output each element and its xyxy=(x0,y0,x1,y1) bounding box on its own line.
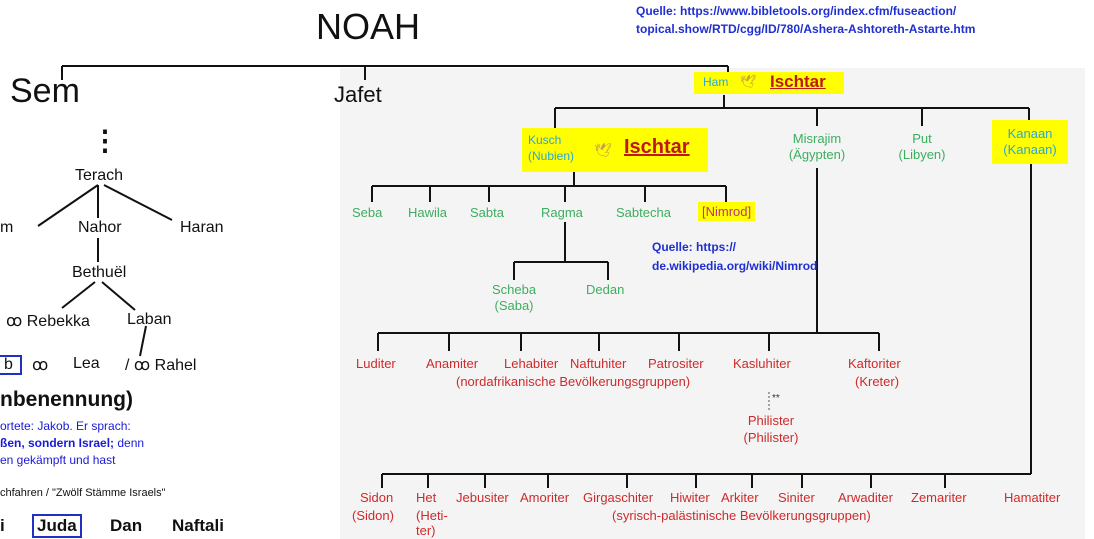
jakob-label-boxed: b xyxy=(0,355,22,375)
terach-label: Terach xyxy=(75,167,124,184)
kanaan-note: (syrisch-palästinische Bevölkerungsgrupp… xyxy=(612,508,871,523)
misrajim-note: (nordafrikanische Bevölkerungsgruppen) xyxy=(456,374,691,389)
child-naftuhiter: Naftuhiter xyxy=(570,356,627,371)
sidon-note: (Sidon) xyxy=(352,508,394,523)
double-star: ** xyxy=(772,393,780,404)
kanaan-label: Kanaan xyxy=(1007,126,1053,141)
child-het: Het xyxy=(416,490,437,505)
child-luditer: Luditer xyxy=(356,356,396,371)
child-hawila: Hawila xyxy=(408,205,448,220)
ham-label: Ham xyxy=(703,75,729,89)
kanaan-sub: (Kanaan) xyxy=(1003,142,1057,157)
haran-label: Haran xyxy=(180,219,224,236)
child-siniter: Siniter xyxy=(778,490,815,505)
dove-icon-2: 🕊 xyxy=(594,142,612,158)
child-girgaschiter: Girgaschiter xyxy=(583,490,654,505)
dove-icon: 🕊 xyxy=(740,74,757,89)
ham-highlight: Ham 🕊 Ischtar xyxy=(694,72,844,94)
source-link-3[interactable]: Quelle: https:// xyxy=(652,240,736,254)
kusch-label: Kusch xyxy=(528,133,562,147)
child-hamatiter: Hamatiter xyxy=(1004,490,1061,505)
tribe-juda-boxed: Juda xyxy=(32,514,82,538)
child-anamiter: Anamiter xyxy=(426,356,479,371)
source-link-4[interactable]: de.wikipedia.org/wiki/Nimrod xyxy=(652,259,818,273)
tribe-0: i xyxy=(0,516,5,535)
child-kasluhiter: Kasluhiter xyxy=(733,356,791,371)
child-seba: Seba xyxy=(352,205,383,220)
put-label: Put xyxy=(912,131,932,146)
rahel-label: / ꝏ Rahel xyxy=(125,357,197,374)
put-node: Put (Libyen) xyxy=(892,131,952,163)
noah-title: NOAH xyxy=(316,6,421,47)
het-note: (Heti- ter) xyxy=(416,508,448,538)
child-sabta: Sabta xyxy=(470,205,504,220)
child-kaftoriter: Kaftoriter xyxy=(848,356,901,371)
kanaan-node: Kanaan (Kanaan) xyxy=(992,120,1068,164)
misrajim-sub: (Ägypten) xyxy=(788,147,846,162)
tribe-naftali: Naftali xyxy=(172,516,224,535)
tribes-note: chfahren / "Zwölf Stämme Israels" xyxy=(0,487,166,499)
child-nimrod: [Nimrod] xyxy=(698,202,756,221)
put-sub: (Libyen) xyxy=(898,147,946,162)
quote-line-1: ortete: Jakob. Er sprach: xyxy=(0,419,131,433)
kusch-highlight: Kusch (Nubien) 🕊 Ischtar xyxy=(522,128,708,172)
dedan-label: Dedan xyxy=(586,282,625,297)
philister-node: Philister (Philister) xyxy=(736,412,806,446)
child-arwaditer: Arwaditer xyxy=(838,490,893,505)
kaftor-note: (Kreter) xyxy=(855,374,900,389)
quote-line-2-rest: denn xyxy=(114,436,145,450)
child-hiwiter: Hiwiter xyxy=(670,490,710,505)
scheba-sub: (Saba) xyxy=(494,298,534,313)
ellipsis-vertical: ⋮ xyxy=(91,125,119,156)
lea-label: Lea xyxy=(73,355,100,372)
sem-label: Sem xyxy=(10,72,80,110)
quote-line-2-bold: ßen, sondern Israel; xyxy=(0,436,115,450)
nahor-label: Nahor xyxy=(78,219,122,236)
source-link-1[interactable]: Quelle: https://www.bibletools.org/index… xyxy=(636,4,957,18)
naming-heading: nbenennung) xyxy=(0,388,133,411)
marriage-symbol: ꝏ xyxy=(32,357,49,374)
child-arkiter: Arkiter xyxy=(721,490,759,505)
philister-sub: (Philister) xyxy=(743,430,799,445)
child-lehabiter: Lehabiter xyxy=(504,356,559,371)
child-ragma: Ragma xyxy=(541,205,583,220)
ishtar-label-ham: Ischtar xyxy=(770,72,826,91)
ishtar-label-kusch: Ischtar xyxy=(624,136,690,158)
het-note-1: (Heti- xyxy=(416,508,448,523)
bethuel-label: Bethuël xyxy=(72,264,127,281)
child-amoriter: Amoriter xyxy=(520,490,570,505)
kusch-sub: (Nubien) xyxy=(528,149,575,163)
ham-tree-panel xyxy=(340,68,1085,539)
child-zemariter: Zemariter xyxy=(911,490,967,505)
philister-label: Philister xyxy=(747,413,795,428)
quote-line-3: en gekämpft und hast xyxy=(0,453,116,467)
abram-label: m xyxy=(0,219,14,236)
child-sabtecha: Sabtecha xyxy=(616,205,671,220)
misrajim-label: Misrajim xyxy=(792,131,842,146)
source-link-2[interactable]: topical.show/RTD/cgg/ID/780/Ashera-Ashto… xyxy=(636,22,976,36)
misrajim-node: Misrajim (Ägypten) xyxy=(780,131,854,163)
laban-label: Laban xyxy=(127,311,172,328)
child-patrositer: Patrositer xyxy=(648,356,704,371)
scheba-label: Scheba xyxy=(491,282,537,297)
child-sidon: Sidon xyxy=(360,490,394,505)
rebekka-label: ꝏ Rebekka xyxy=(6,313,90,330)
jafet-label: Jafet xyxy=(334,82,382,107)
tribe-dan: Dan xyxy=(110,516,143,535)
scheba-node: Scheba (Saba) xyxy=(484,282,544,314)
het-note-2: ter) xyxy=(416,523,436,538)
child-jebusiter: Jebusiter xyxy=(456,490,509,505)
